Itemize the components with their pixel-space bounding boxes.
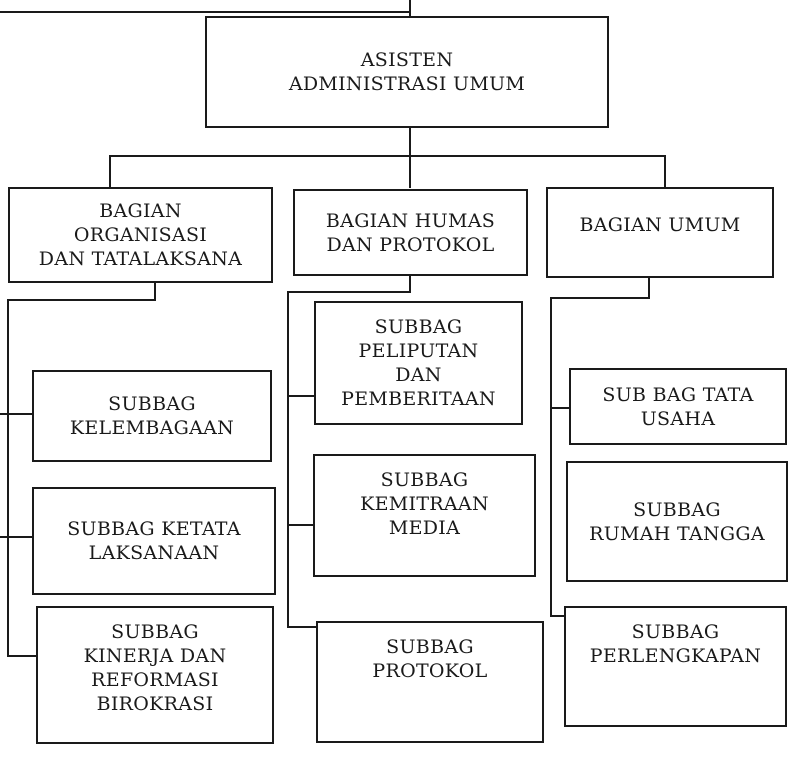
dept-line: BAGIAN bbox=[99, 200, 182, 222]
subunit-line: SUBBAG bbox=[631, 621, 720, 643]
dept-box-umum: BAGIAN UMUM bbox=[546, 187, 774, 278]
subunit-line: KEMITRAAN bbox=[360, 493, 489, 515]
subunit-line: MEDIA bbox=[388, 517, 461, 539]
subunit-line: SUBBAG bbox=[380, 469, 469, 491]
subunit-box-peliputan: SUBBAG PELIPUTAN DAN PEMBERITAAN bbox=[314, 301, 523, 425]
subunit-line: SUBBAG bbox=[111, 621, 199, 643]
subunit-box-tata-usaha: SUB BAG TATA USAHA bbox=[569, 368, 787, 445]
dept-line: BAGIAN UMUM bbox=[579, 214, 741, 236]
subunit-box-kinerja: SUBBAG KINERJA DAN REFORMASI BIROKRASI bbox=[36, 606, 274, 744]
subunit-line: SUBBAG bbox=[374, 316, 463, 338]
root-line: ASISTEN bbox=[360, 49, 454, 71]
subunit-line: RUMAH TANGGA bbox=[589, 522, 765, 545]
subunit-line: PELIPUTAN bbox=[358, 340, 479, 362]
subunit-box-kelembagaan: SUBBAG KELEMBAGAAN bbox=[32, 370, 272, 462]
subunit-box-perlengkapan: SUBBAG PERLENGKAPAN bbox=[564, 606, 787, 727]
subunit-line: SUBBAG KETATA bbox=[67, 518, 241, 540]
subunit-line: KELEMBAGAAN bbox=[69, 417, 235, 439]
dept-line: DAN PROTOKOL bbox=[326, 233, 495, 256]
subunit-line: KINERJA DAN bbox=[83, 645, 227, 667]
dept-line: ORGANISASI bbox=[73, 224, 208, 246]
subunit-line: SUBBAG bbox=[386, 636, 474, 658]
root-box: ASISTEN ADMINISTRASI UMUM bbox=[205, 16, 609, 128]
dept-box-humas: BAGIAN HUMAS DAN PROTOKOL bbox=[293, 189, 528, 276]
root-line: ADMINISTRASI UMUM bbox=[288, 73, 526, 95]
subunit-line: USAHA bbox=[640, 407, 716, 430]
dept-line: BAGIAN HUMAS bbox=[325, 209, 496, 232]
subunit-line: SUBBAG bbox=[633, 498, 721, 521]
subunit-line: BIROKRASI bbox=[96, 693, 214, 715]
dept-line: DAN TATALAKSANA bbox=[38, 248, 243, 270]
subunit-line: LAKSANAAN bbox=[88, 542, 220, 564]
subunit-box-ketatalaksanaan: SUBBAG KETATA LAKSANAAN bbox=[32, 487, 276, 595]
subunit-box-protokol: SUBBAG PROTOKOL bbox=[316, 621, 544, 743]
subunit-box-kemitraan: SUBBAG KEMITRAAN MEDIA bbox=[313, 454, 536, 577]
dept-box-organisasi: BAGIAN ORGANISASI DAN TATALAKSANA bbox=[8, 187, 273, 283]
subunit-line: DAN bbox=[395, 364, 442, 386]
subunit-box-rumah-tangga: SUBBAG RUMAH TANGGA bbox=[566, 461, 788, 582]
subunit-line: PROTOKOL bbox=[372, 660, 488, 682]
subunit-line: PEMBERITAAN bbox=[341, 388, 496, 410]
subunit-line: PERLENGKAPAN bbox=[589, 645, 762, 667]
subunit-line: SUB BAG TATA bbox=[602, 383, 754, 406]
subunit-line: REFORMASI bbox=[91, 669, 219, 691]
subunit-line: SUBBAG bbox=[108, 393, 196, 415]
